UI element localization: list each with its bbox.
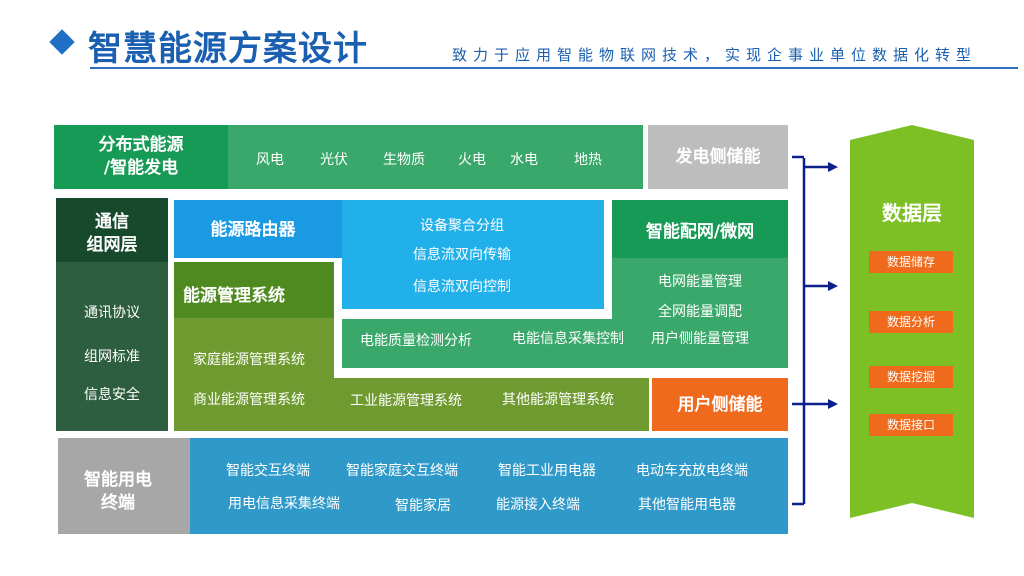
data-tag-interface: 数据接口 — [869, 414, 953, 436]
generation-item-geothermal: 地热 — [574, 152, 602, 168]
mgmt-item-other: 其他能源管理系统 — [502, 392, 614, 408]
terminals-title-block — [58, 438, 190, 534]
generation-title-line1: 分布式能源 — [98, 135, 184, 155]
mgmt-item-industrial: 工业能源管理系统 — [350, 393, 462, 409]
user-storage-label: 用户侧储能 — [677, 395, 763, 415]
generation-item-hydro: 水电 — [510, 152, 538, 168]
terminals-title-line2: 终端 — [101, 493, 135, 513]
arrowhead-top-icon — [828, 162, 838, 172]
generation-storage-block — [648, 125, 788, 189]
router-item-aggregation: 设备聚合分组 — [420, 218, 504, 234]
comm-item-standard: 组网标准 — [84, 349, 140, 365]
mgmt-item-commercial: 商业能源管理系统 — [193, 392, 305, 408]
terminals-item-collection: 用电信息采集终端 — [228, 496, 340, 512]
arrowhead-low-icon — [828, 399, 838, 409]
terminals-item-home-interactive: 智能家庭交互终端 — [346, 463, 458, 479]
data-tag-storage: 数据储存 — [869, 251, 953, 273]
header-rule — [90, 67, 1018, 69]
terminals-item-smart-home: 智能家居 — [395, 498, 451, 514]
comm-item-security: 信息安全 — [84, 387, 140, 403]
router-item-control: 信息流双向控制 — [413, 279, 511, 295]
page-subtitle: 致力于应用智能物联网技术，实现企事业单位数据化转型 — [452, 46, 978, 64]
grid-item-user-side: 用户侧能量管理 — [651, 331, 749, 347]
comm-title-line1: 通信 — [95, 212, 129, 232]
terminals-item-access: 能源接入终端 — [496, 497, 580, 513]
terminals-item-interactive: 智能交互终端 — [226, 463, 310, 479]
generation-title-line2: /智能发电 — [103, 158, 179, 178]
grid-title-block — [612, 200, 788, 258]
router-title: 能源路由器 — [210, 220, 296, 240]
comm-item-protocol: 通讯协议 — [84, 305, 140, 321]
grid-item-energy-mgmt: 电网能量管理 — [658, 274, 742, 290]
generation-storage-label: 发电侧储能 — [675, 147, 761, 167]
router-title-block — [174, 200, 342, 258]
mgmt-item-home: 家庭能源管理系统 — [193, 352, 305, 368]
data-layer-title: 数据层 — [882, 201, 942, 225]
generation-item-wind: 风电 — [256, 152, 284, 168]
router-item-transfer: 信息流双向传输 — [413, 247, 511, 263]
arrowhead-mid-icon — [828, 281, 838, 291]
data-tag-mining: 数据挖掘 — [869, 366, 953, 388]
user-storage-block — [652, 378, 788, 431]
page-title: 智慧能源方案设计 — [88, 29, 368, 69]
terminals-item-ev-charging: 电动车充放电终端 — [636, 463, 748, 479]
grid-bar — [342, 319, 614, 368]
grid-item-dispatch: 全网能量调配 — [658, 304, 742, 320]
generation-title-block — [54, 125, 228, 189]
generation-item-solar: 光伏 — [320, 152, 348, 168]
comm-title-block — [56, 198, 168, 262]
mgmt-bar — [334, 378, 649, 431]
mgmt-title-block — [174, 262, 334, 318]
generation-item-thermal: 火电 — [458, 152, 486, 168]
generation-item-biomass: 生物质 — [383, 152, 425, 168]
comm-title-line2: 组网层 — [86, 235, 138, 255]
grid-bar-item-collection: 电能信息采集控制 — [512, 331, 624, 347]
grid-title: 智能配网/微网 — [645, 222, 755, 242]
mgmt-title: 能源管理系统 — [183, 286, 285, 306]
grid-bar-item-quality: 电能质量检测分析 — [360, 333, 472, 349]
terminals-item-other-appliance: 其他智能用电器 — [638, 497, 736, 513]
router-items-block — [342, 200, 604, 309]
terminals-title-line1: 智能用电 — [84, 470, 152, 490]
data-tag-analysis: 数据分析 — [869, 311, 953, 333]
terminals-item-industrial-appliance: 智能工业用电器 — [498, 463, 596, 479]
